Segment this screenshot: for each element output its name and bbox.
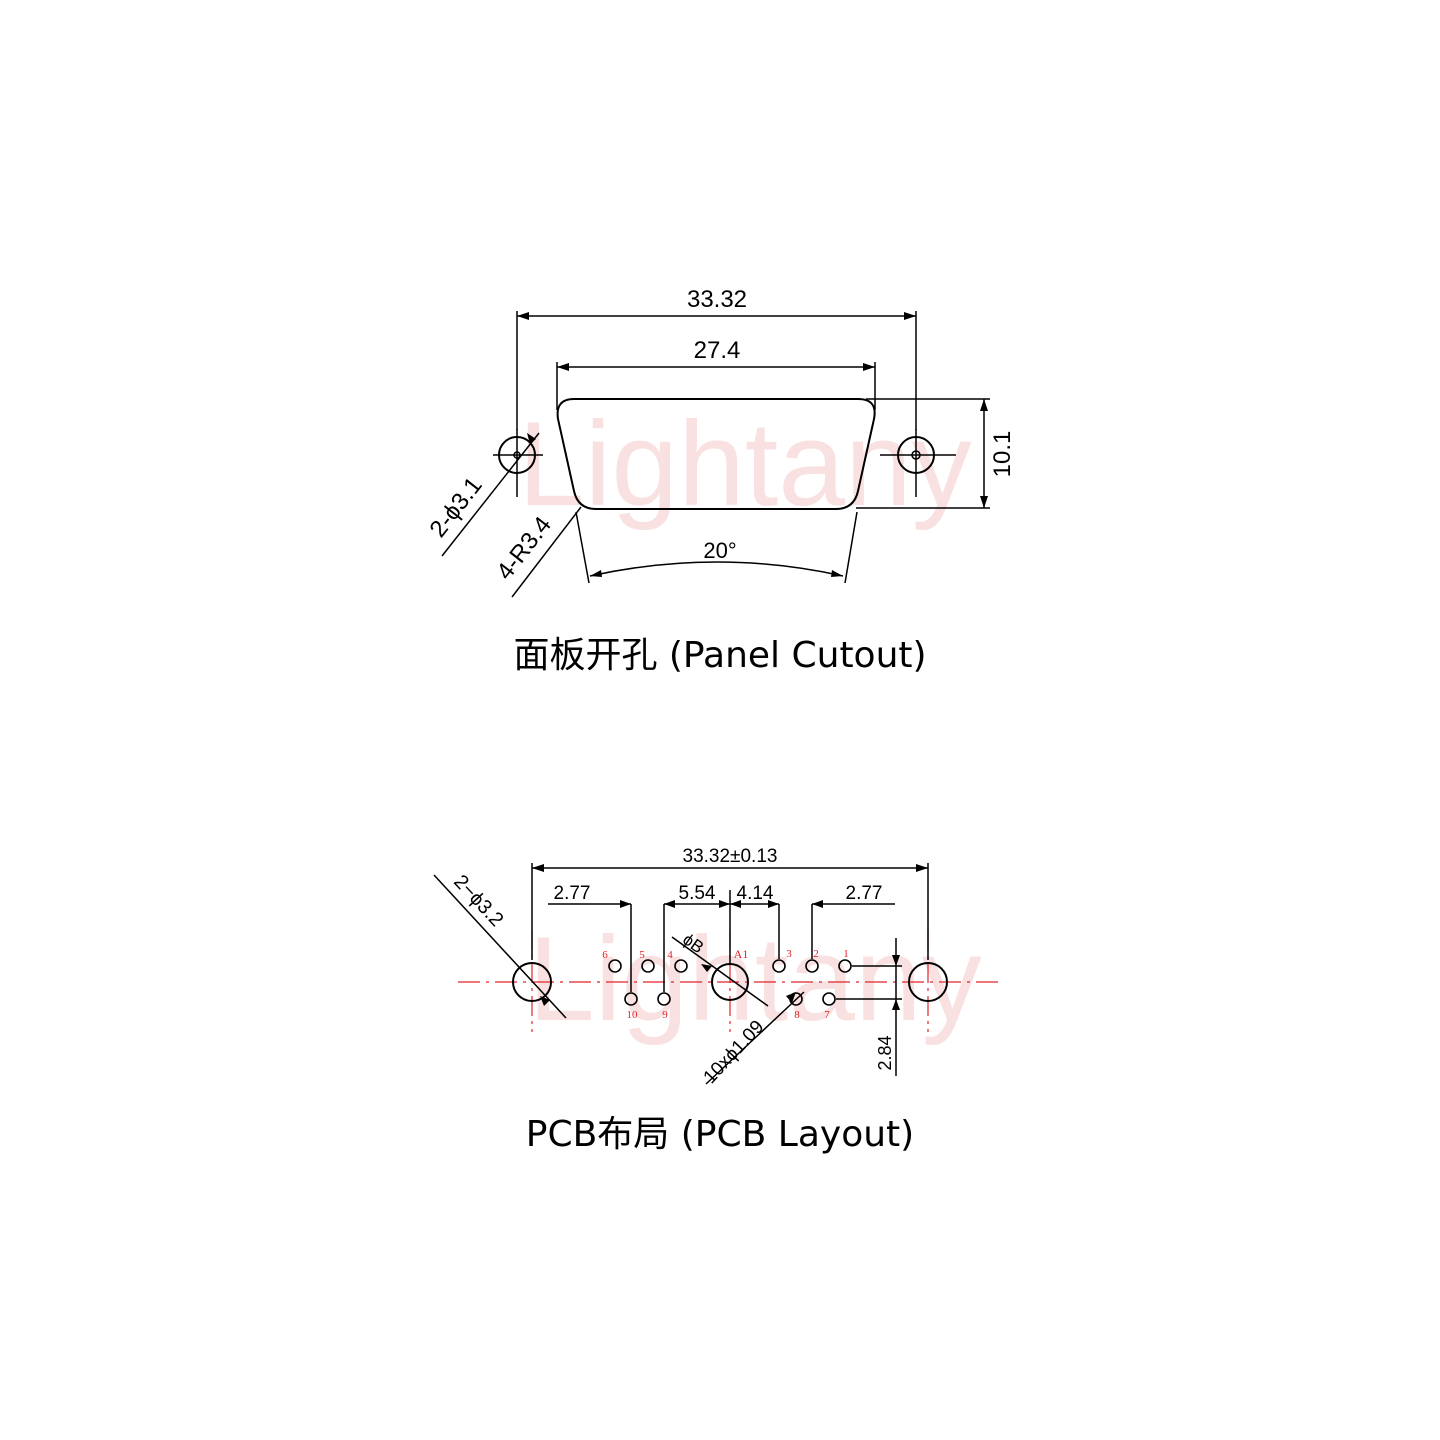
panel-dim-angle: 20°	[703, 538, 736, 563]
pin-label-8: 8	[794, 1009, 800, 1021]
pin-label-4: 4	[667, 949, 673, 961]
pcb-caption: PCB布局 (PCB Layout)	[526, 1114, 914, 1155]
pin-label-1: 1	[843, 948, 849, 960]
pcb-leader-mount	[433, 874, 567, 1019]
pcb-dim-left: 2.77	[554, 883, 591, 904]
pin-10	[624, 992, 638, 1006]
pin-6	[608, 959, 622, 973]
pcb-dim-overall: 33.32±0.13	[683, 846, 778, 867]
pin-label-5: 5	[639, 949, 645, 961]
pcb-dim-mid-left: 5.54	[679, 883, 716, 904]
pin-label-9: 9	[662, 1009, 668, 1021]
leader-radius	[511, 506, 582, 598]
panel-dim-inner: 27.4	[694, 337, 741, 364]
d-cutout-outline	[556, 398, 876, 510]
pin-4	[674, 959, 688, 973]
angle-arc	[589, 561, 844, 577]
watermark-bottom: Lightany	[528, 912, 982, 1046]
pin-label-7: 7	[824, 1009, 830, 1021]
pin-5	[641, 959, 655, 973]
pin-label-6: 6	[602, 949, 608, 961]
pin-label-3: 3	[786, 948, 792, 960]
pcb-mount-hole-left	[512, 962, 552, 1002]
pin-1	[838, 959, 852, 973]
pin-9	[657, 992, 671, 1006]
pcb-dim-right: 2.77	[846, 883, 883, 904]
pcb-mount-hole-right	[908, 962, 948, 1002]
panel-dim-height: 10.1	[989, 431, 1016, 478]
pin-label-2: 2	[813, 948, 819, 960]
panel-caption: 面板开孔 (Panel Cutout)	[513, 635, 926, 676]
pin-7	[822, 992, 836, 1006]
panel-dim-overall: 33.32	[687, 286, 747, 313]
pcb-dim-row: 2.84	[875, 1035, 895, 1070]
leader-hole	[441, 432, 540, 557]
pcb-dim-mid-right: 4.14	[737, 883, 774, 904]
pin-3	[772, 959, 786, 973]
pcb-leader-pin	[705, 991, 805, 1085]
pin-label-10: 10	[627, 1009, 639, 1021]
panel-dim-hole: 2-ϕ3.1	[424, 472, 487, 542]
panel-cutout-view	[441, 311, 990, 598]
pcb-layout-view	[433, 863, 1003, 1085]
pin-2	[805, 959, 819, 973]
watermark-top: Lightany	[518, 397, 972, 531]
pin-label-a1: A1	[734, 947, 749, 961]
pcb-leader-coax	[671, 936, 769, 1007]
